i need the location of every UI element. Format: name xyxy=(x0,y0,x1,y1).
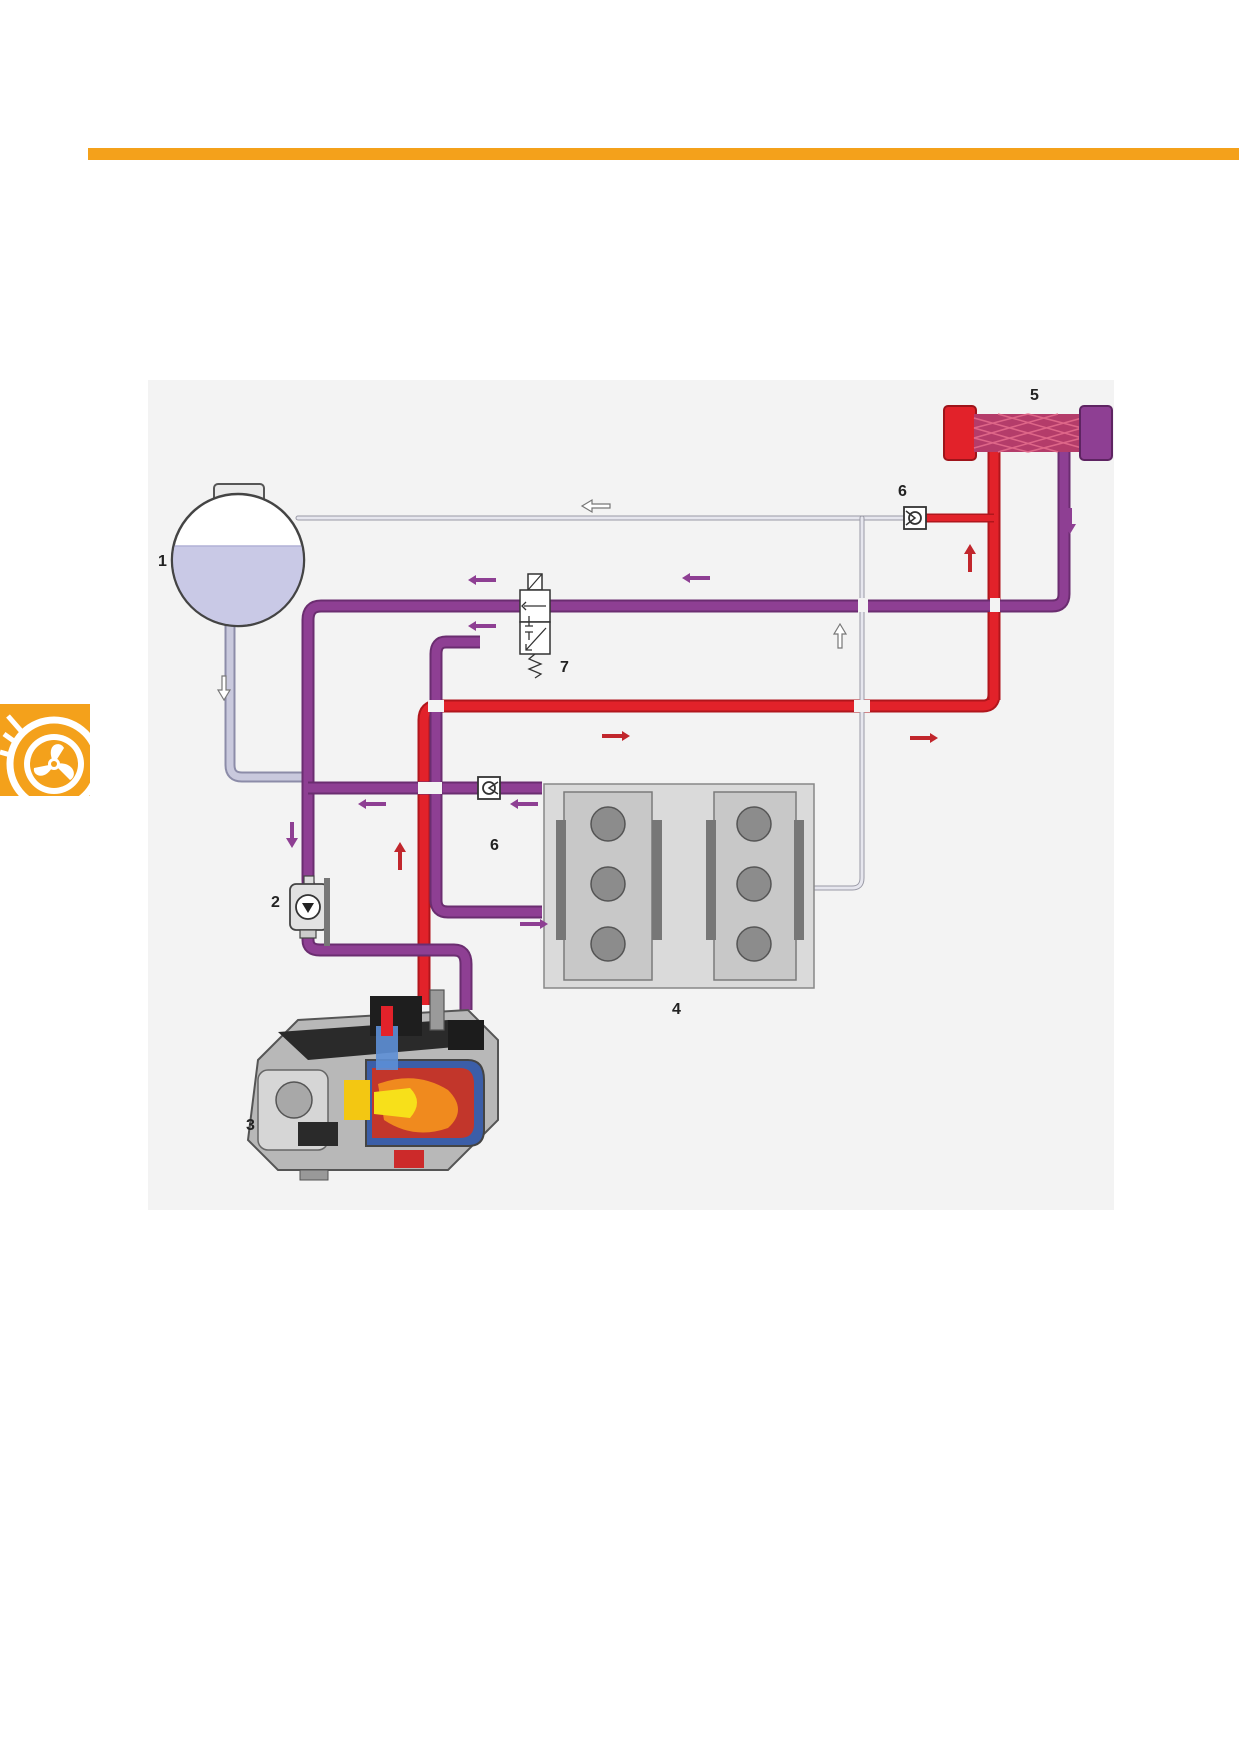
label-heat-exchanger: 5 xyxy=(1030,387,1039,404)
cold-return-line xyxy=(224,515,915,891)
heat-exchanger xyxy=(943,405,1113,461)
fan-emblem-icon xyxy=(0,704,90,796)
engine-block xyxy=(543,783,815,989)
label-expansion-tank: 1 xyxy=(158,553,167,570)
label-heater: 3 xyxy=(246,1117,255,1134)
coolant-circuit-diagram: 1 2 3 4 5 6 6 7 xyxy=(148,380,1114,1210)
label-solenoid-valve: 7 xyxy=(560,659,569,676)
label-check-valve-engine: 6 xyxy=(490,837,499,854)
circulation-pump-icon xyxy=(289,875,330,946)
parking-heater-unit xyxy=(246,989,499,1181)
label-pump: 2 xyxy=(271,894,280,911)
label-engine: 4 xyxy=(672,1001,681,1018)
flow-arrow-icon xyxy=(216,498,1076,929)
check-valve-icon xyxy=(477,776,501,800)
header-accent-bar xyxy=(88,148,1239,160)
line-crossings xyxy=(418,598,1001,794)
check-valve-icon xyxy=(903,506,927,530)
label-check-valve-top: 6 xyxy=(898,483,907,500)
solenoid-valve-icon xyxy=(519,573,551,679)
